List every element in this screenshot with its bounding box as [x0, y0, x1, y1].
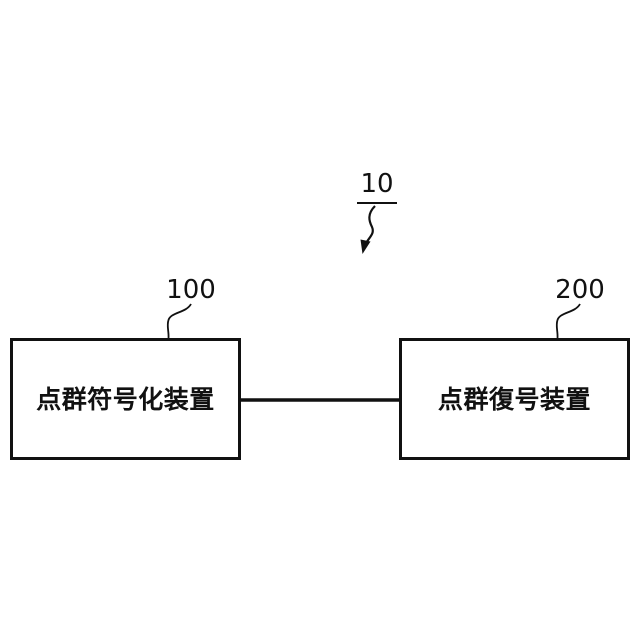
system-ref-text: 10	[357, 170, 397, 204]
leader-line-200	[555, 303, 581, 339]
encoder-box: 点群符号化装置	[10, 338, 241, 460]
ref-label-200: 200	[555, 275, 605, 305]
decoder-label: 点群復号装置	[437, 384, 591, 414]
ref-label-100: 100	[166, 275, 216, 305]
leader-line-100	[166, 303, 192, 339]
decoder-box: 点群復号装置	[399, 338, 630, 460]
system-ref-label: 10	[347, 170, 407, 204]
squiggly-arrow-icon	[360, 205, 376, 254]
encoder-label: 点群符号化装置	[36, 384, 215, 414]
